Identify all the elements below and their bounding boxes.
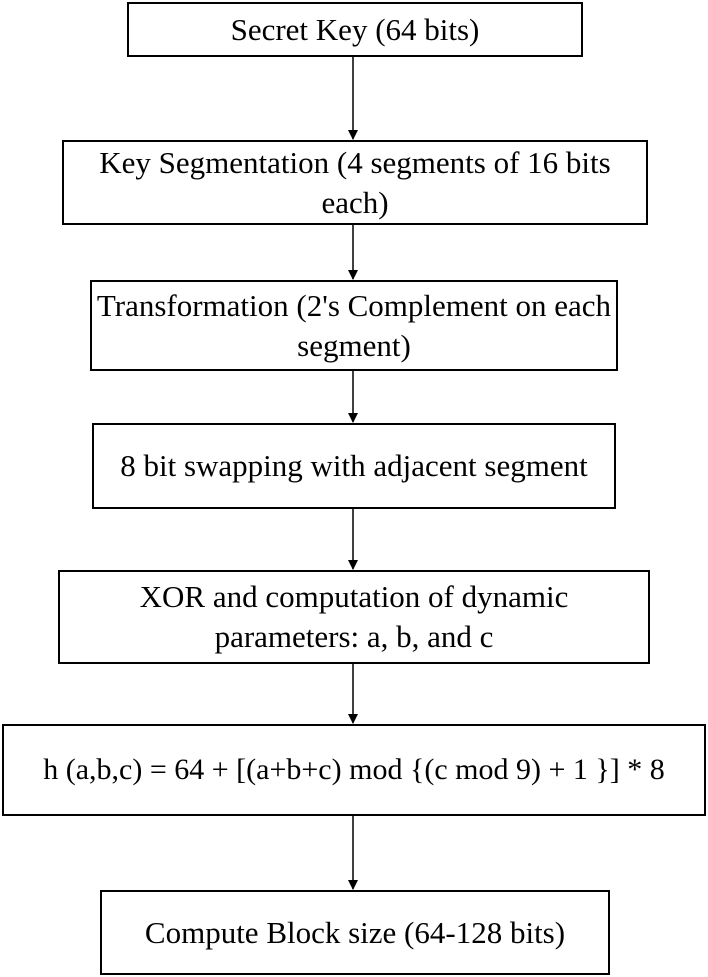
step-label: Transformation (2's Complement on each s…	[96, 287, 612, 363]
step-secret-key: Secret Key (64 bits)	[127, 2, 583, 57]
step-label: h (a,b,c) = 64 + [(a+b+c) mod {(c mod 9)…	[43, 753, 665, 786]
step-label: 8 bit swapping with adjacent segment	[120, 448, 588, 483]
step-xor-computation: XOR and computation of dynamic parameter…	[58, 570, 650, 664]
step-label: Key Segmentation (4 segments of 16 bits …	[99, 144, 611, 220]
step-bit-swapping: 8 bit swapping with adjacent segment	[92, 423, 616, 509]
step-block-size: Compute Block size (64-128 bits)	[100, 890, 610, 975]
step-key-segmentation: Key Segmentation (4 segments of 16 bits …	[62, 140, 648, 225]
step-transformation: Transformation (2's Complement on each s…	[90, 280, 618, 371]
step-label: Secret Key (64 bits)	[230, 11, 480, 47]
step-hash-formula: h (a,b,c) = 64 + [(a+b+c) mod {(c mod 9)…	[2, 724, 706, 816]
step-label: XOR and computation of dynamic parameter…	[139, 579, 569, 654]
step-label: Compute Block size (64-128 bits)	[144, 914, 566, 950]
